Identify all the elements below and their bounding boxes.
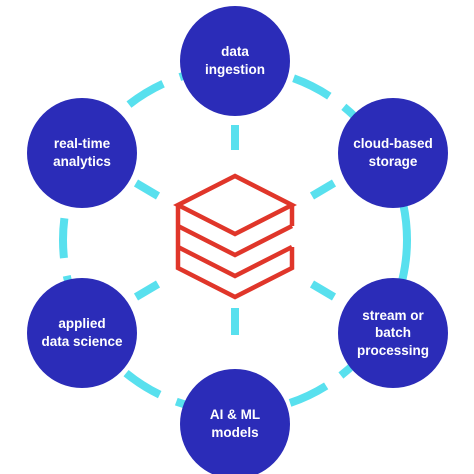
spoke-lower-left bbox=[133, 280, 161, 301]
node-label-line: applied bbox=[58, 316, 106, 332]
node-label-line: AI & ML bbox=[209, 407, 261, 423]
spoke-upper-right bbox=[309, 179, 337, 200]
node-label-line: analytics bbox=[53, 154, 111, 169]
node-label-line: data bbox=[221, 44, 249, 60]
node-label-line: real-time bbox=[53, 136, 111, 152]
node-label-line: models bbox=[211, 425, 259, 440]
node-ai-ml-models[interactable]: AI & ML models bbox=[180, 369, 290, 474]
spoke-upper-left bbox=[133, 179, 161, 200]
node-label-line: cloud-based bbox=[353, 136, 433, 152]
node-label-line: ingestion bbox=[205, 62, 265, 77]
node-label-line: processing bbox=[356, 342, 430, 358]
node-label-line: storage bbox=[368, 154, 418, 169]
node-label-line: data science bbox=[41, 334, 123, 349]
stacked-layers-logo-icon bbox=[173, 173, 297, 300]
node-applied-data-science[interactable]: applied data science bbox=[27, 278, 137, 388]
node-stream-or-batch-processing[interactable]: stream or batch processing bbox=[338, 278, 448, 388]
node-data-ingestion[interactable]: data ingestion bbox=[180, 6, 290, 116]
spoke-lower-right bbox=[309, 280, 337, 301]
node-real-time-analytics[interactable]: real-time analytics bbox=[27, 98, 137, 208]
node-cloud-based-storage[interactable]: cloud-based storage bbox=[338, 98, 448, 208]
node-label-line: stream or batch bbox=[362, 307, 424, 341]
spokes bbox=[133, 125, 337, 335]
